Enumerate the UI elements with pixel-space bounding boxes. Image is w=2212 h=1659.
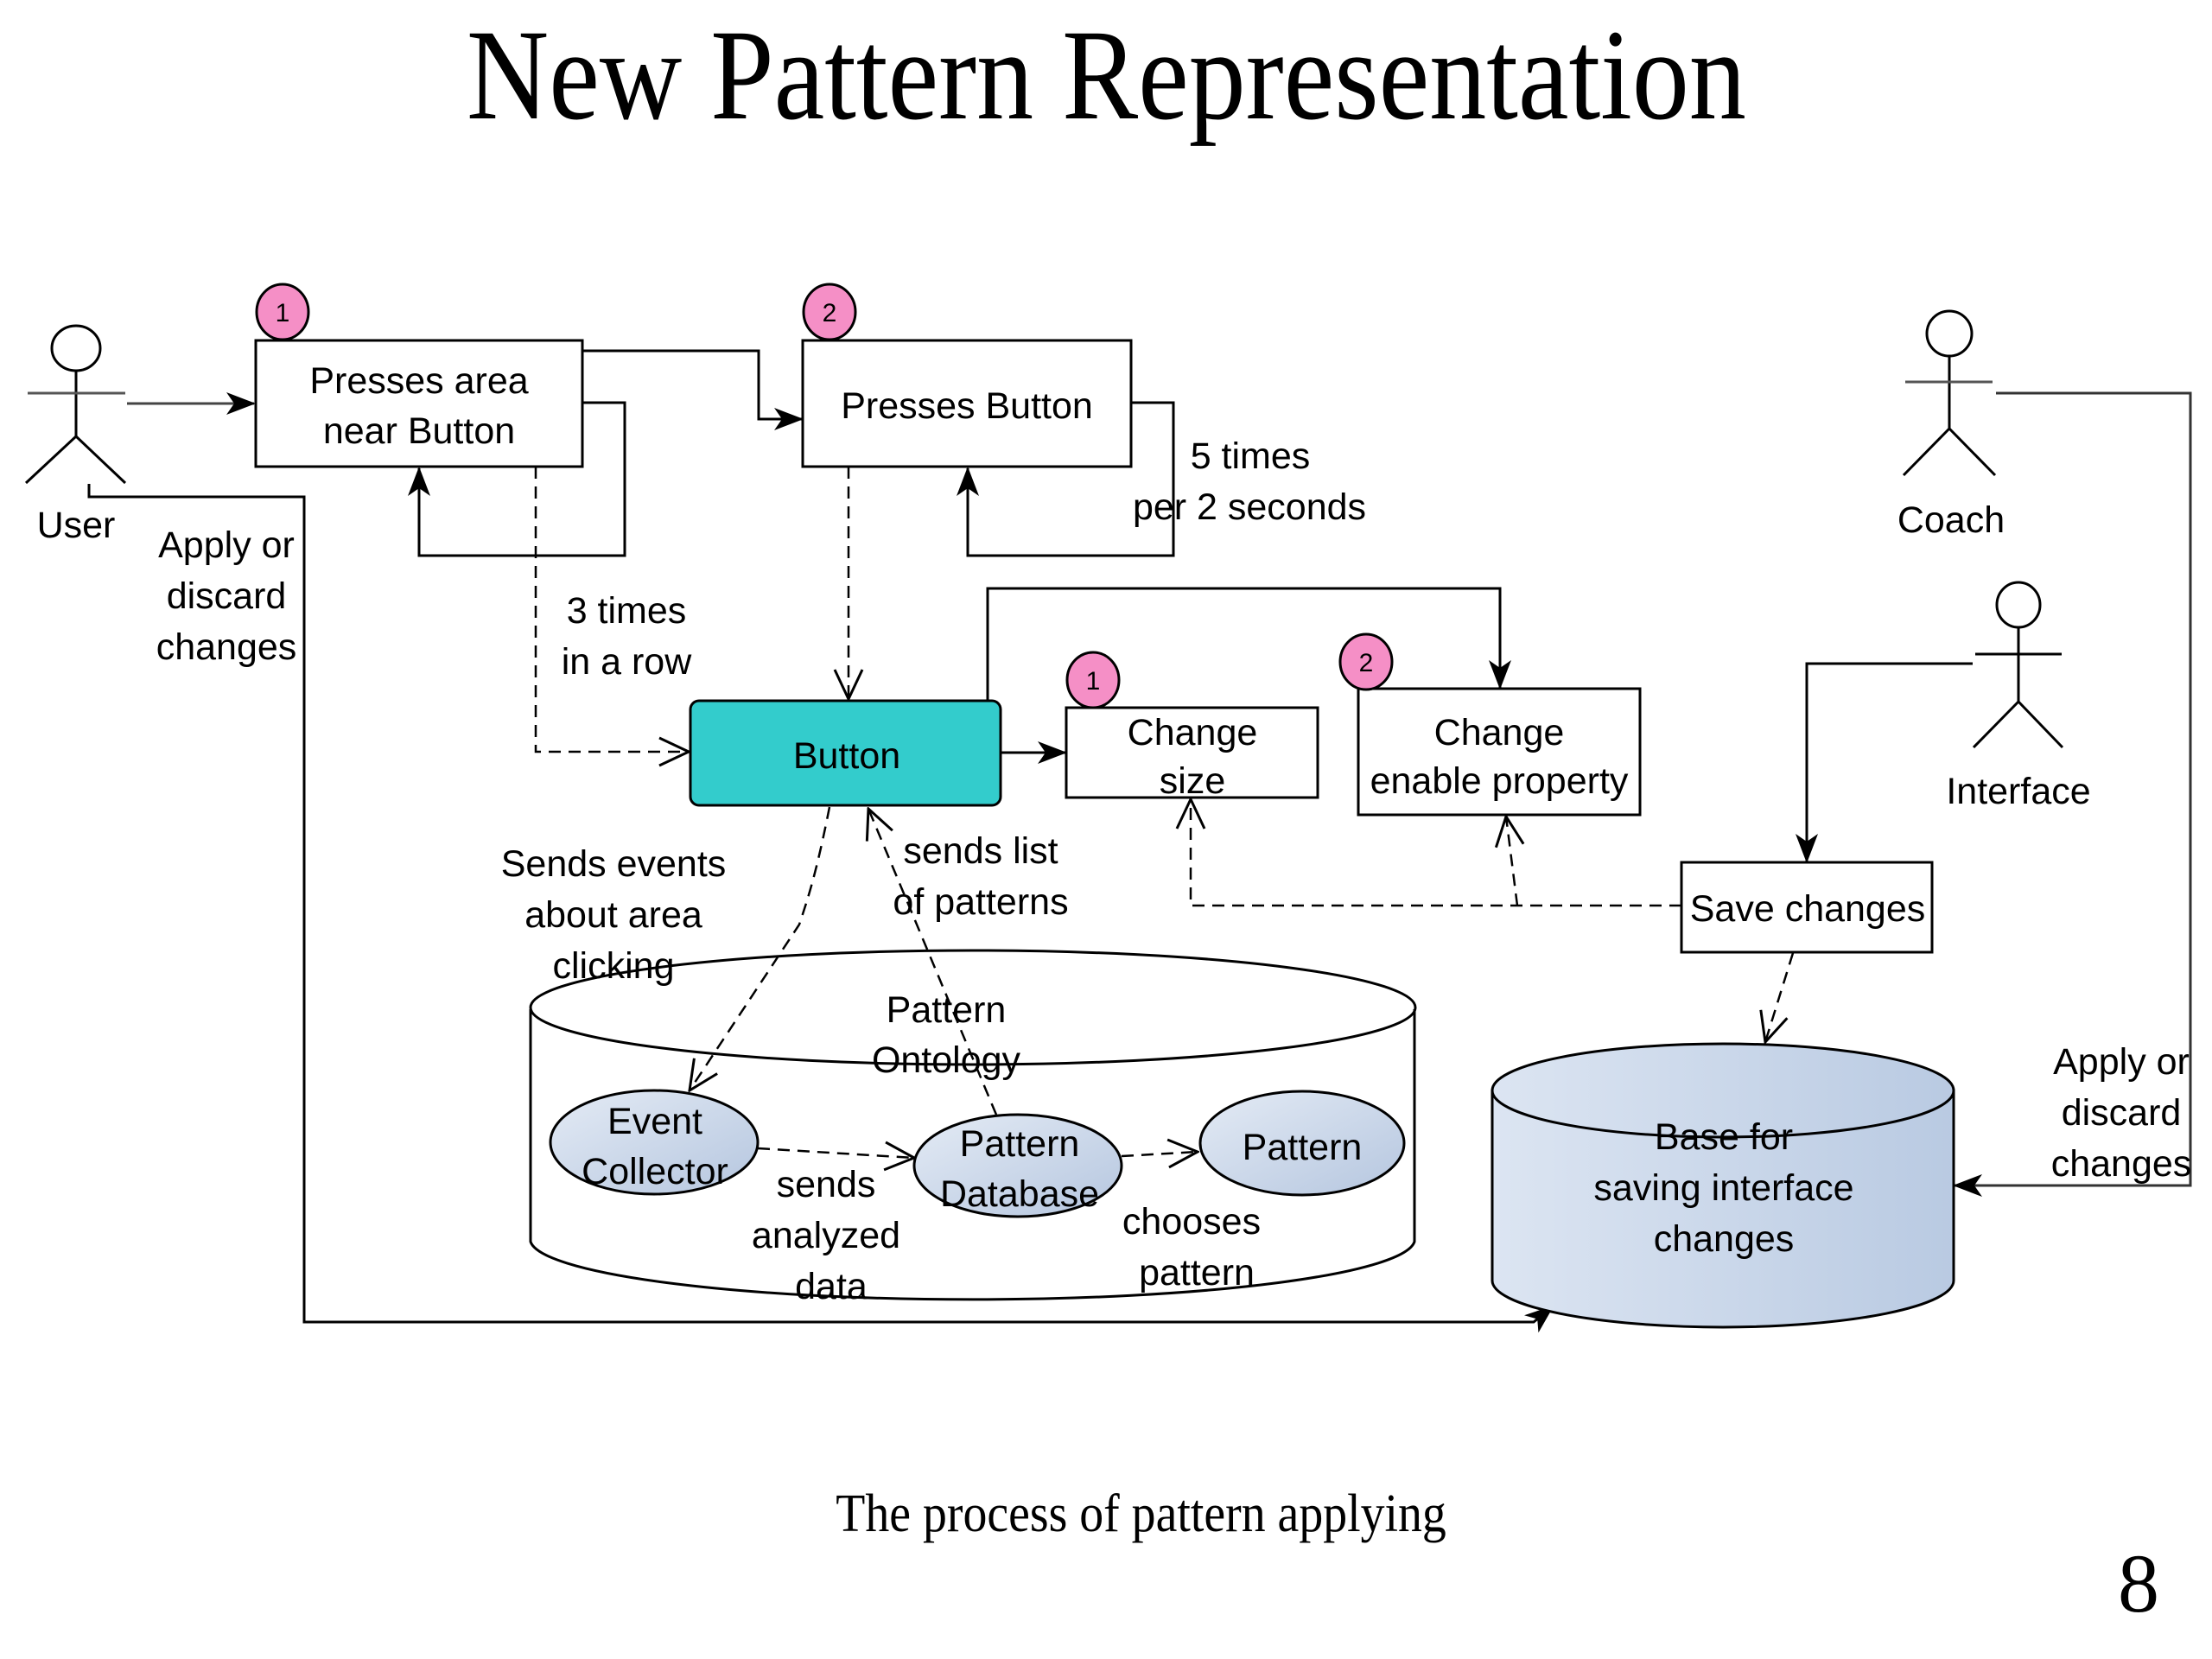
box-presses-area: Presses area near Button: [254, 339, 584, 468]
pattern-ontology-cylinder: [529, 949, 1417, 1301]
label-apply-left-line2: discard: [167, 575, 287, 617]
badge-change-size-number: 1: [1086, 667, 1101, 696]
badge-presses-button: 2: [802, 283, 857, 341]
node-pattern-database-line2: Database: [940, 1173, 1099, 1215]
edge-user-to-base: [87, 484, 1554, 1333]
label-apply-left-line3: changes: [156, 626, 297, 668]
base-label-line3: changes: [1654, 1218, 1795, 1260]
edge-save-to-change-size: [1191, 799, 1681, 907]
box-change-enable: Change enable property: [1357, 687, 1642, 817]
box-change-enable-line1: Change: [1434, 712, 1565, 753]
edge-presses-area-to-button: [534, 467, 689, 752]
edge-pattern-database-to-pattern: [1121, 1152, 1198, 1156]
node-pattern-database-line1: Pattern: [960, 1123, 1080, 1165]
box-change-size: Change size: [1065, 706, 1319, 802]
box-change-enable-line2: enable property: [1370, 760, 1629, 802]
slide-title-text: New Pattern Representation: [466, 3, 1746, 147]
label-three-times-line1: 3 times: [567, 590, 687, 632]
coach-head-icon: [1925, 309, 1974, 358]
label-sends-list-line2: of patterns: [893, 881, 1068, 923]
base-label-line1: Base for: [1655, 1116, 1793, 1158]
box-presses-area-line1: Presses area: [309, 360, 528, 402]
node-pattern-database: Pattern Database: [912, 1113, 1123, 1218]
actor-user-label: User: [37, 505, 116, 546]
actor-coach: [1902, 309, 1997, 477]
label-apply-right-line1: Apply or: [2053, 1041, 2190, 1083]
label-sends-events-line2: about area: [524, 894, 702, 936]
figure-caption: The process of pattern applying: [0, 1479, 2212, 1548]
badge-presses-area: 1: [255, 283, 310, 341]
edge-save-to-base: [1765, 952, 1795, 1042]
base-cylinder: [1491, 1042, 1955, 1329]
node-pattern-label: Pattern: [1243, 1127, 1363, 1168]
figure-caption-text: The process of pattern applying: [836, 1484, 1447, 1543]
box-presses-button-label: Presses Button: [841, 385, 1093, 427]
edge-interface-to-save: [1796, 662, 1973, 863]
label-three-times-line2: in a row: [562, 641, 693, 683]
actor-user: [24, 324, 127, 485]
label-apply-right-line3: changes: [2051, 1143, 2192, 1185]
label-sends-analyzed-line3: data: [795, 1266, 868, 1307]
badge-change-enable-number: 2: [1359, 649, 1374, 677]
box-change-size-line1: Change: [1128, 712, 1258, 753]
label-apply-right-line2: discard: [2062, 1092, 2182, 1134]
box-button-label: Button: [793, 735, 900, 777]
badge-change-size: 1: [1065, 651, 1121, 709]
label-chooses-pattern-line2: pattern: [1139, 1252, 1255, 1294]
box-save-changes-label: Save changes: [1690, 888, 1926, 930]
box-presses-button: Presses Button: [801, 339, 1133, 468]
ontology-title-line2: Ontology: [872, 1039, 1021, 1081]
edge-button-to-change-enable: [986, 587, 1511, 702]
actor-interface-label: Interface: [1946, 771, 2090, 812]
label-sends-events-line1: Sends events: [501, 843, 727, 885]
user-head-icon: [50, 324, 102, 372]
node-event-collector-line1: Event: [607, 1101, 702, 1142]
edge-presses-area-loop: [408, 401, 626, 557]
edge-coach-to-base: [1953, 391, 2192, 1197]
label-sends-list-line1: sends list: [903, 830, 1058, 872]
label-sends-events-line3: clicking: [553, 945, 675, 987]
edge-event-collector-to-pattern-database: [757, 1148, 914, 1158]
badge-change-enable: 2: [1338, 632, 1394, 691]
edge-presses-button-loop: [957, 401, 1175, 557]
badge-presses-area-number: 1: [276, 299, 290, 327]
box-presses-area-line2: near Button: [323, 410, 515, 452]
edge-button-to-event-collector: [690, 806, 831, 1090]
box-change-size-line2: size: [1160, 760, 1225, 802]
page-number: 8: [2118, 1537, 2159, 1630]
label-sends-analyzed-line1: sends: [777, 1164, 876, 1205]
interface-head-icon: [1995, 581, 2042, 629]
node-pattern: Pattern: [1198, 1090, 1406, 1197]
slide-title: New Pattern Representation: [0, 2, 2212, 149]
edge-pattern-database-to-button: [868, 809, 998, 1116]
label-five-times-line2: per 2 seconds: [1133, 486, 1366, 528]
node-event-collector-line2: Collector: [582, 1151, 728, 1192]
box-save-changes: Save changes: [1680, 861, 1934, 954]
label-five-times-line1: 5 times: [1191, 435, 1311, 477]
edge-save-to-change-enable: [1506, 817, 1517, 906]
label-chooses-pattern-line1: chooses: [1122, 1201, 1261, 1243]
edge-presses-area-to-presses-button: [582, 349, 804, 430]
actor-coach-label: Coach: [1897, 499, 2005, 541]
label-sends-analyzed-line2: analyzed: [752, 1215, 900, 1256]
box-button: Button: [689, 699, 1002, 807]
ontology-title-line1: Pattern: [887, 989, 1007, 1031]
actor-interface: [1972, 581, 2064, 749]
node-event-collector: Event Collector: [549, 1089, 760, 1196]
label-apply-left-line1: Apply or: [158, 524, 295, 566]
badge-presses-button-number: 2: [823, 299, 837, 327]
base-label-line2: saving interface: [1593, 1167, 1853, 1209]
